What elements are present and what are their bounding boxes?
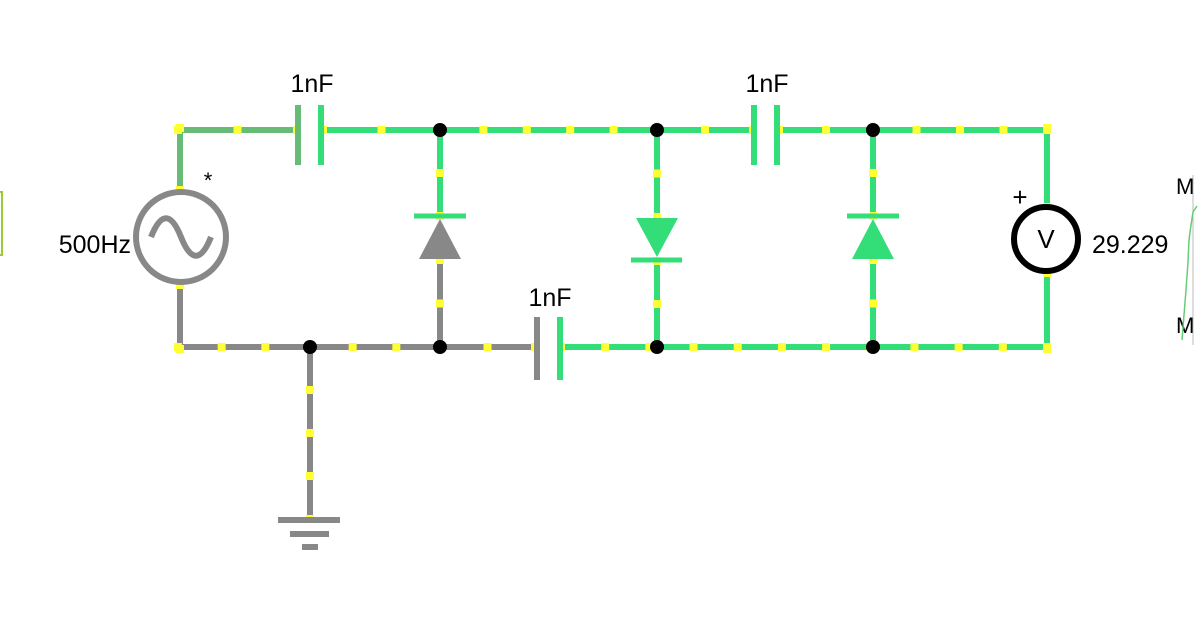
node-top-1 — [433, 123, 447, 137]
current-dot — [377, 126, 386, 134]
current-dot — [566, 126, 575, 134]
current-dot — [956, 126, 964, 134]
current-dot — [998, 343, 1007, 351]
node-bottom-3 — [866, 340, 880, 354]
current-dot — [777, 343, 786, 351]
ac-source[interactable]: 500Hz * — [59, 168, 229, 285]
sine-wave-icon — [148, 215, 214, 259]
ground-icon[interactable] — [278, 517, 340, 550]
current-dot — [601, 343, 610, 351]
current-dot — [306, 472, 314, 480]
current-dot — [176, 281, 184, 289]
current-dot — [306, 386, 314, 394]
current-dot — [1043, 345, 1051, 353]
capacitor-top-left[interactable]: 1nF — [290, 70, 334, 165]
current-dot — [609, 126, 618, 134]
current-dot — [645, 343, 654, 351]
voltmeter[interactable]: V + 29.229 — [1011, 182, 1168, 274]
current-dot — [306, 429, 314, 437]
current-dot — [653, 169, 661, 178]
current-dot — [261, 343, 270, 351]
source-marker: * — [204, 168, 213, 193]
scope-min-label: M — [1176, 313, 1194, 338]
current-dot — [822, 343, 831, 351]
current-dot — [479, 126, 488, 134]
scope-trace — [1181, 205, 1198, 341]
current-dot — [653, 300, 661, 308]
current-dot — [910, 343, 919, 351]
current-dot — [822, 126, 830, 134]
node-bottom-1 — [433, 340, 447, 354]
scope-panel[interactable]: M M — [1176, 174, 1198, 345]
voltmeter-symbol: V — [1037, 224, 1055, 254]
current-dot — [174, 343, 182, 351]
diode-left[interactable] — [414, 213, 466, 259]
current-dot — [348, 343, 357, 351]
current-dot — [176, 124, 184, 132]
node-top-3 — [866, 123, 880, 137]
current-dot — [483, 343, 492, 351]
wires — [177, 127, 1050, 519]
scope-max-label: M — [1176, 174, 1194, 199]
diode-middle[interactable] — [631, 218, 682, 263]
voltmeter-reading: 29.229 — [1092, 231, 1168, 259]
current-dot — [869, 169, 877, 177]
current-dot — [701, 126, 709, 134]
current-dot — [912, 126, 921, 134]
junction-nodes — [303, 123, 880, 354]
current-dot — [233, 126, 242, 134]
current-dot — [954, 343, 963, 351]
capacitor-top-left-value: 1nF — [290, 70, 333, 98]
current-dot — [392, 343, 401, 351]
left-scope-fragment — [0, 191, 3, 256]
current-dot — [869, 299, 877, 308]
capacitor-bottom-value: 1nF — [528, 284, 571, 312]
current-dots — [174, 124, 1051, 523]
current-dot — [436, 299, 444, 308]
current-dot — [436, 256, 444, 264]
current-dot — [653, 213, 661, 221]
diode-right[interactable] — [847, 213, 899, 259]
node-top-2 — [650, 123, 664, 137]
capacitor-bottom[interactable]: 1nF — [528, 284, 572, 380]
current-dot — [869, 256, 877, 264]
current-dot — [999, 126, 1008, 134]
current-dot — [689, 343, 698, 351]
current-dot — [1043, 124, 1051, 132]
source-frequency-label: 500Hz — [59, 231, 131, 259]
current-dot — [522, 126, 531, 134]
node-bottom-ground — [303, 340, 317, 354]
current-dot — [217, 343, 226, 351]
node-bottom-2 — [650, 340, 664, 354]
capacitor-top-right[interactable]: 1nF — [745, 70, 789, 165]
voltmeter-polarity: + — [1012, 182, 1027, 212]
current-dot — [733, 343, 742, 351]
current-dot — [436, 169, 444, 177]
capacitor-top-right-value: 1nF — [745, 70, 788, 98]
